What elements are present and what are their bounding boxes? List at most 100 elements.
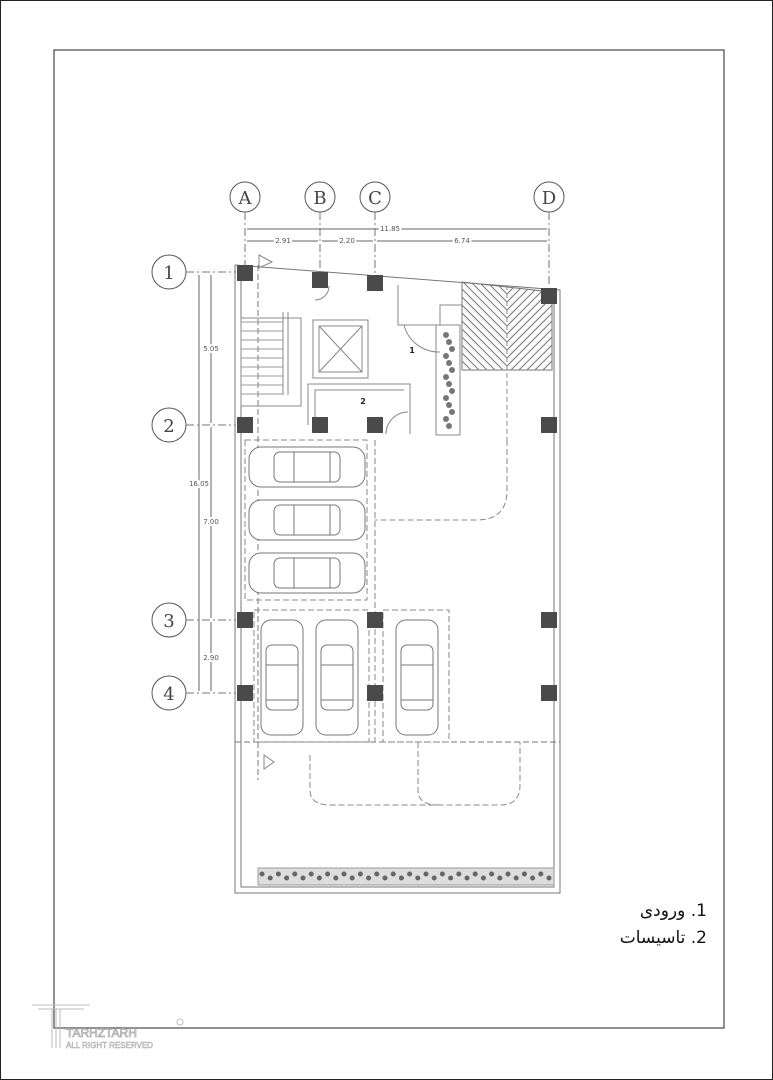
hatch-line (462, 320, 508, 367)
stair-steps (241, 321, 283, 395)
grid-label: 3 (163, 611, 174, 632)
hatch-line (462, 328, 508, 370)
plant (446, 339, 452, 345)
grid-bubble-D: D (533, 181, 565, 213)
shrub (333, 875, 339, 881)
column (237, 417, 253, 433)
column (367, 417, 383, 433)
shrub (546, 875, 552, 881)
hatch-line (507, 217, 552, 262)
hatch-line (507, 233, 552, 278)
dimension-2-3: 7.00 (203, 518, 219, 526)
logo-name: TARHZTARH (66, 1026, 137, 1040)
legend-item-1: 1. ورودی (620, 898, 707, 925)
shrub (341, 871, 347, 877)
car (248, 446, 366, 488)
hatch-line (462, 282, 508, 295)
shrub (415, 875, 421, 881)
grid-label: B (313, 188, 326, 209)
facilities-room (307, 383, 411, 435)
hatch-line (462, 282, 508, 303)
shrub (357, 871, 363, 877)
car (248, 499, 366, 541)
elevator (312, 319, 369, 379)
hatch-line (506, 352, 552, 370)
car (248, 552, 366, 594)
hatch-line (462, 282, 508, 311)
shrub (464, 875, 470, 881)
shrub (398, 875, 404, 881)
logo-subtitle: ALL RIGHT RESERVED (66, 1041, 153, 1050)
grid-label: 2 (163, 416, 174, 437)
hatch-line (462, 145, 507, 190)
column (312, 272, 328, 288)
legend-item-2: 2. تاسیسات (620, 925, 707, 952)
shrub (439, 871, 445, 877)
hatch-line (462, 296, 508, 343)
legend-num: 1. (690, 901, 707, 921)
hatch-line (507, 209, 552, 254)
plant (443, 332, 449, 338)
shrub (267, 875, 273, 881)
hatch-line (506, 320, 552, 367)
hatch-line (462, 360, 508, 370)
shrub (456, 871, 462, 877)
hatch-line (462, 177, 507, 222)
shrub (275, 871, 281, 877)
grid-label: 1 (163, 263, 174, 284)
hatch-line (462, 153, 507, 198)
plant (449, 346, 455, 352)
hatch-line (506, 312, 552, 359)
parking-bays (244, 254, 450, 770)
plant (446, 381, 452, 387)
driving-path (309, 440, 521, 806)
hatch-line (462, 209, 507, 254)
plant (449, 388, 455, 394)
column (541, 288, 557, 304)
grid-bubble-B: B (304, 181, 336, 213)
hatch-line (462, 312, 508, 359)
hatch-line (462, 304, 508, 351)
legend-num: 2. (690, 928, 707, 948)
shrub (489, 871, 495, 877)
hatch-line (506, 328, 552, 370)
legend: 1. ورودی 2. تاسیسات (620, 898, 707, 952)
shrub (423, 871, 429, 877)
grid-bubble-1: 1 (151, 254, 187, 290)
hatch-line (462, 282, 508, 287)
column (237, 685, 253, 701)
plant (443, 395, 449, 401)
dimension-total-height: 16.05 (189, 480, 209, 488)
shrub (407, 871, 413, 877)
grid-lines (186, 212, 550, 694)
column (367, 612, 383, 628)
hatch-line (506, 304, 552, 351)
shrub (521, 871, 527, 877)
planter (443, 332, 455, 429)
hatch-line (506, 282, 552, 287)
hatch-line (506, 282, 552, 303)
column (541, 417, 557, 433)
room-label-2: 2 (360, 397, 366, 406)
plant (449, 367, 455, 373)
dimension-labels: 11.85 2.91 2.20 6.74 16.05 5.05 7.00 2.9… (187, 223, 472, 664)
legend-label: تاسیسات (619, 928, 686, 948)
hatch-line (506, 296, 552, 343)
grid-label: A (238, 188, 253, 209)
dimension-B-C: 2.20 (339, 237, 355, 245)
grid-label: D (542, 188, 556, 209)
shrub (316, 875, 322, 881)
plant (446, 360, 452, 366)
shrub (505, 871, 511, 877)
hatch-line (506, 282, 552, 319)
hatch-line (462, 288, 508, 335)
drawing-frame (53, 49, 725, 1029)
shrub (259, 871, 265, 877)
hatch-line (506, 344, 552, 370)
shrub (431, 875, 437, 881)
hatch-line (462, 169, 507, 214)
dimension-lines (198, 228, 547, 691)
shrub (448, 875, 454, 881)
hatch-line (462, 225, 507, 270)
